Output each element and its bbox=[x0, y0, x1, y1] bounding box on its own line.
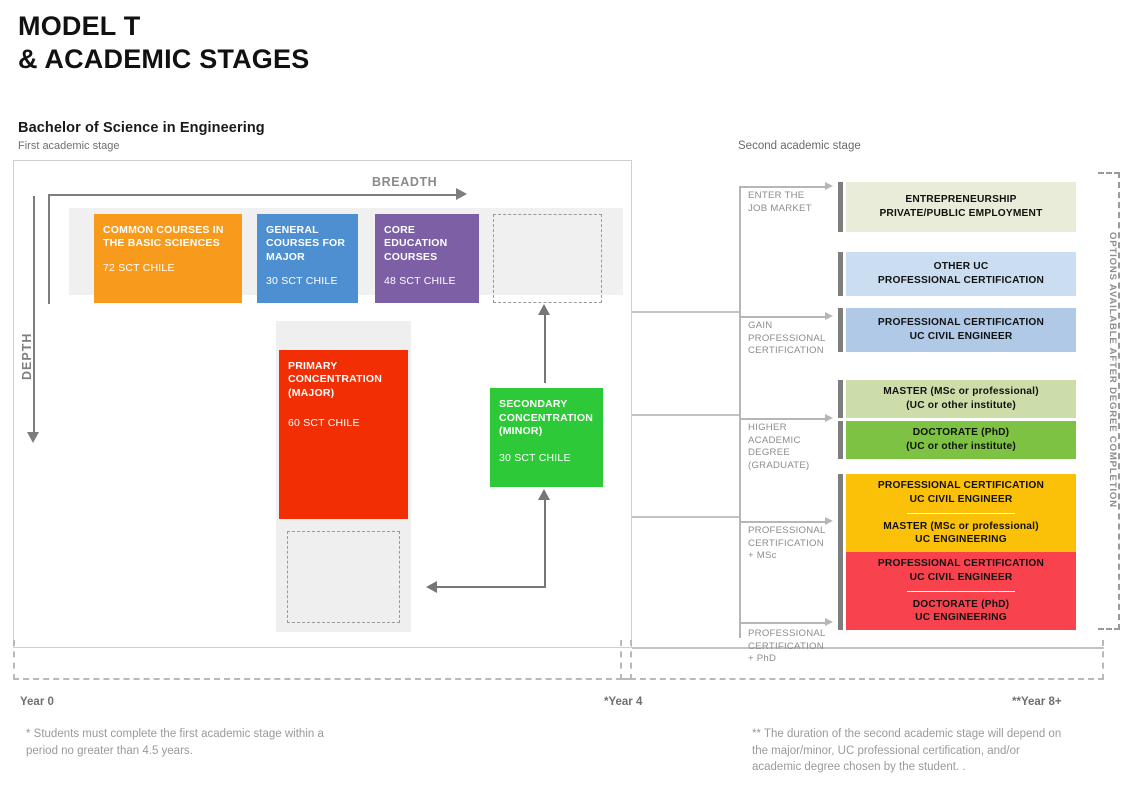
course-credits: 72 SCT CHILE bbox=[103, 261, 175, 274]
outcome-line-2: PRIVATE/PUBLIC EMPLOYMENT bbox=[879, 208, 1043, 219]
arrow-bottom-to-minor-arrowhead-icon bbox=[538, 489, 550, 500]
branch-label-professional-certification-msc: PROFESSIONAL CERTIFICATION + MSc bbox=[748, 525, 826, 562]
title-line-1: MODEL T bbox=[18, 11, 141, 41]
outcome-line-2: PROFESSIONAL CERTIFICATION bbox=[877, 275, 1045, 286]
outcome-line-4: UC ENGINEERING bbox=[915, 534, 1007, 546]
branch-label-enter-the-job-market: ENTER THE JOB MARKET bbox=[748, 190, 812, 214]
branch-arrowhead-icon-2 bbox=[825, 312, 833, 320]
outcome-line-2: (UC or other institute) bbox=[906, 441, 1016, 452]
outcome-line-1: PROFESSIONAL CERTIFICATION bbox=[877, 558, 1045, 570]
footnote-second-stage: ** The duration of the second academic s… bbox=[752, 728, 1062, 774]
timeline-stage2-bracket bbox=[620, 640, 1104, 680]
stage-connector-2 bbox=[632, 414, 740, 416]
branch-label-gain-professional-certification: GAIN PROFESSIONAL CERTIFICATION bbox=[748, 320, 826, 357]
outcome-box-doctorate-phd[interactable]: DOCTORATE (PhD) (UC or other institute) bbox=[846, 421, 1076, 459]
stage2-trunk-line bbox=[739, 186, 741, 638]
branch-arrowhead-icon-3 bbox=[825, 414, 833, 422]
outcome-line-2: UC CIVIL ENGINEER bbox=[909, 571, 1013, 583]
arrow-to-major-line bbox=[437, 586, 546, 588]
outcome-line-3: DOCTORATE (PhD) bbox=[912, 598, 1010, 610]
footnote-first-stage: * Students must complete the first acade… bbox=[26, 728, 324, 757]
outcome-box-professional-certification-uc-civil-engineer[interactable]: PROFESSIONAL CERTIFICATION UC CIVIL ENGI… bbox=[846, 308, 1076, 352]
outcome-box-other-uc-professional-certification[interactable]: OTHER UC PROFESSIONAL CERTIFICATION bbox=[846, 252, 1076, 296]
course-box-primary-concentration[interactable]: PRIMARY CONCENTRATION (MAJOR) 60 SCT CHI… bbox=[279, 350, 408, 519]
title-line-2: & ACADEMIC STAGES bbox=[18, 43, 310, 74]
outcome-divider bbox=[907, 512, 1015, 514]
course-credits: 60 SCT CHILE bbox=[288, 417, 360, 430]
placeholder-box-bottom bbox=[287, 531, 400, 623]
outcome-box-master-msc-or-professional[interactable]: MASTER (MSc or professional) (UC or othe… bbox=[846, 380, 1076, 418]
timeline-stage1-bracket bbox=[13, 640, 632, 680]
stage-connector-baseline bbox=[632, 647, 1104, 649]
outcome-divider bbox=[907, 590, 1015, 592]
stage2-title: Second academic stage bbox=[738, 140, 861, 152]
outcome-line-1: PROFESSIONAL CERTIFICATION bbox=[877, 317, 1045, 329]
breadth-arrow-vertical-segment bbox=[48, 194, 50, 304]
depth-arrow-line bbox=[33, 196, 35, 436]
course-title: COMMON COURSES IN THE BASIC SCIENCES bbox=[103, 224, 224, 250]
arrow-to-major-arrowhead-icon bbox=[426, 581, 437, 593]
outcome-line-2: (UC or other institute) bbox=[906, 400, 1016, 411]
outcome-line-1: PROFESSIONAL CERTIFICATION bbox=[877, 480, 1045, 492]
timeline-label-year-8: **Year 8+ bbox=[1012, 696, 1062, 708]
branch-line-gain-professional-certification bbox=[739, 316, 827, 318]
branch-arrowhead-icon-4 bbox=[825, 517, 833, 525]
course-box-core-education-courses[interactable]: CORE EDUCATION COURSES 48 SCT CHILE bbox=[375, 214, 479, 303]
course-title: CORE EDUCATION COURSES bbox=[384, 224, 448, 263]
group-bar-cert-plus-master bbox=[838, 474, 843, 552]
outcome-line-1: OTHER UC bbox=[933, 261, 989, 273]
options-bracket-label: OPTIONS AVAILABLE AFTER DEGREE COMPLETIO… bbox=[1107, 232, 1118, 508]
placeholder-box-top bbox=[493, 214, 602, 303]
course-title: SECONDARY CONCENTRATION (MINOR) bbox=[499, 398, 593, 438]
outcome-line-1: MASTER (MSc or professional) bbox=[883, 386, 1039, 398]
branch-line-higher-academic-degree bbox=[739, 418, 827, 420]
arrow-minor-to-core-arrowhead-icon bbox=[538, 304, 550, 315]
outcome-line-1: DOCTORATE (PhD) bbox=[912, 427, 1010, 439]
page-title: MODEL T & ACADEMIC STAGES bbox=[18, 10, 718, 76]
outcome-box-cert-plus-doctorate[interactable]: PROFESSIONAL CERTIFICATION UC CIVIL ENGI… bbox=[846, 552, 1076, 630]
group-bar-master bbox=[838, 380, 843, 418]
depth-axis-label: DEPTH bbox=[20, 332, 34, 380]
branch-label-higher-academic-degree: HIGHER ACADEMIC DEGREE (GRADUATE) bbox=[748, 422, 810, 471]
group-bar-uc-civil-engineer bbox=[838, 308, 843, 352]
stage-connector-3 bbox=[632, 516, 740, 518]
branch-arrowhead-icon-5 bbox=[825, 618, 833, 626]
course-credits: 30 SCT CHILE bbox=[499, 451, 571, 464]
breadth-arrow-horizontal-segment bbox=[48, 194, 460, 196]
course-credits: 48 SCT CHILE bbox=[384, 275, 456, 288]
timeline-label-year-4: *Year 4 bbox=[604, 696, 643, 708]
options-bracket bbox=[1098, 172, 1120, 630]
outcome-line-2: UC CIVIL ENGINEER bbox=[909, 493, 1013, 505]
branch-line-professional-certification-msc bbox=[739, 521, 827, 523]
course-box-common-basic-sciences[interactable]: COMMON COURSES IN THE BASIC SCIENCES 72 … bbox=[94, 214, 242, 303]
course-title: PRIMARY CONCENTRATION (MAJOR) bbox=[288, 360, 382, 399]
group-bar-entrepreneurship bbox=[838, 182, 843, 232]
depth-arrowhead-icon bbox=[27, 432, 39, 443]
outcome-line-4: UC ENGINEERING bbox=[915, 612, 1007, 624]
course-credits: 30 SCT CHILE bbox=[266, 275, 338, 288]
branch-line-enter-the-job-market bbox=[739, 186, 827, 188]
outcome-line-2: UC CIVIL ENGINEER bbox=[909, 331, 1013, 342]
arrow-bottom-to-minor-line bbox=[544, 500, 546, 588]
branch-label-professional-certification-phd: PROFESSIONAL CERTIFICATION + PhD bbox=[748, 628, 826, 665]
breadth-arrowhead-icon bbox=[456, 188, 467, 200]
group-bar-other-uc-certification bbox=[838, 252, 843, 296]
timeline-label-year-0: Year 0 bbox=[20, 696, 54, 708]
stage-connector-1 bbox=[632, 311, 740, 313]
stage1-subtitle: First academic stage bbox=[18, 140, 120, 152]
group-bar-doctorate bbox=[838, 421, 843, 459]
breadth-axis-label: BREADTH bbox=[372, 175, 438, 189]
outcome-line-1: ENTREPRENEURSHIP bbox=[905, 194, 1017, 206]
course-title: GENERAL COURSES FOR MAJOR bbox=[266, 224, 346, 263]
course-box-secondary-concentration[interactable]: SECONDARY CONCENTRATION (MINOR) 30 SCT C… bbox=[490, 388, 603, 487]
group-bar-cert-plus-doctorate bbox=[838, 552, 843, 630]
stage1-title: Bachelor of Science in Engineering bbox=[18, 120, 265, 136]
arrow-minor-to-core-line bbox=[544, 310, 546, 383]
outcome-box-cert-plus-master[interactable]: PROFESSIONAL CERTIFICATION UC CIVIL ENGI… bbox=[846, 474, 1076, 552]
course-box-general-courses-major[interactable]: GENERAL COURSES FOR MAJOR 30 SCT CHILE bbox=[257, 214, 358, 303]
outcome-line-3: MASTER (MSc or professional) bbox=[883, 520, 1039, 532]
branch-line-professional-certification-phd bbox=[739, 622, 827, 624]
outcome-box-entrepreneurship[interactable]: ENTREPRENEURSHIP PRIVATE/PUBLIC EMPLOYME… bbox=[846, 182, 1076, 232]
branch-arrowhead-icon-1 bbox=[825, 182, 833, 190]
